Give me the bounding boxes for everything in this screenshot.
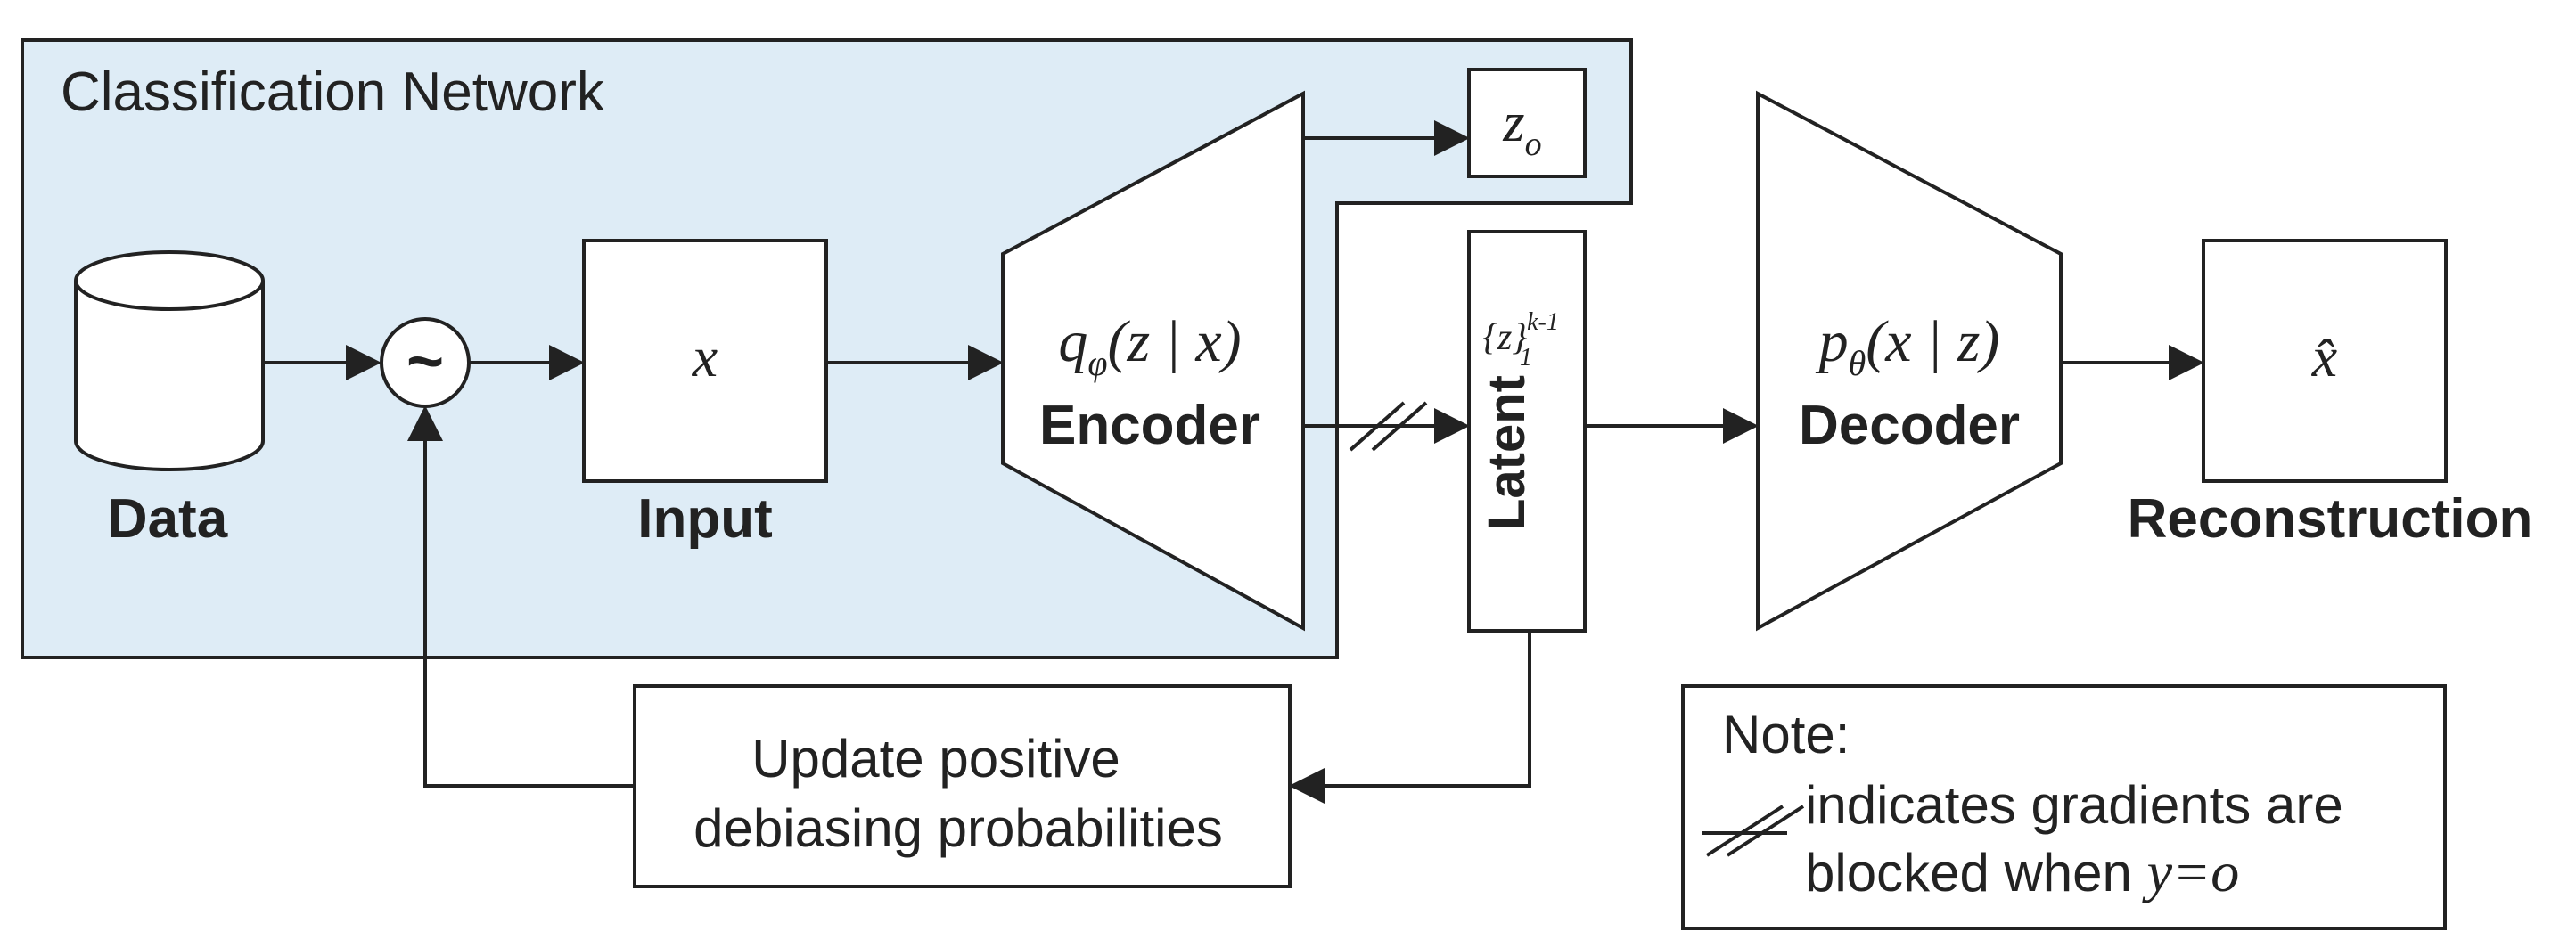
encoder-block [1001,90,1305,632]
arrow-update-to-sampler [407,405,635,788]
gradient-block-icon [1702,805,1805,857]
input-box [582,239,828,483]
note-box [1681,684,2447,930]
decoder-block [1756,90,2063,632]
input-symbol: x [692,325,718,388]
note-title: Note: [1722,705,1850,764]
update-box-line2: debiasing probabilities [693,798,1223,858]
encoder-label: Encoder [1039,395,1260,456]
update-probabilities-box [633,684,1292,888]
decoder-formula: pθ(x | z) [1816,309,2000,383]
encoder-formula: qφ(z | x) [1058,309,1241,383]
note-line1: indicates gradients are [1805,775,2343,835]
input-label: Input [637,488,773,550]
classification-network-title: Classification Network [61,61,605,123]
note-line2: blocked when y=o [1805,840,2239,903]
reconstruction-label: Reconstruction [2128,488,2533,550]
gradient-block-marks [1349,401,1428,452]
database-cylinder-icon [74,250,265,471]
latent-label: Latent [1478,375,1536,530]
sampler-symbol: ~ [406,326,444,397]
z-output-box [1467,68,1587,178]
reconstruction-symbol: x̂ [2311,325,2337,388]
update-box-line1: Update positive [751,729,1120,789]
reconstruction-box [2202,239,2448,483]
arrow-latent-to-update [1289,631,1531,804]
z-output-symbol: zo [1502,93,1541,163]
data-label: Data [108,488,228,550]
decoder-label: Decoder [1799,395,2020,456]
connectors [263,120,2204,804]
